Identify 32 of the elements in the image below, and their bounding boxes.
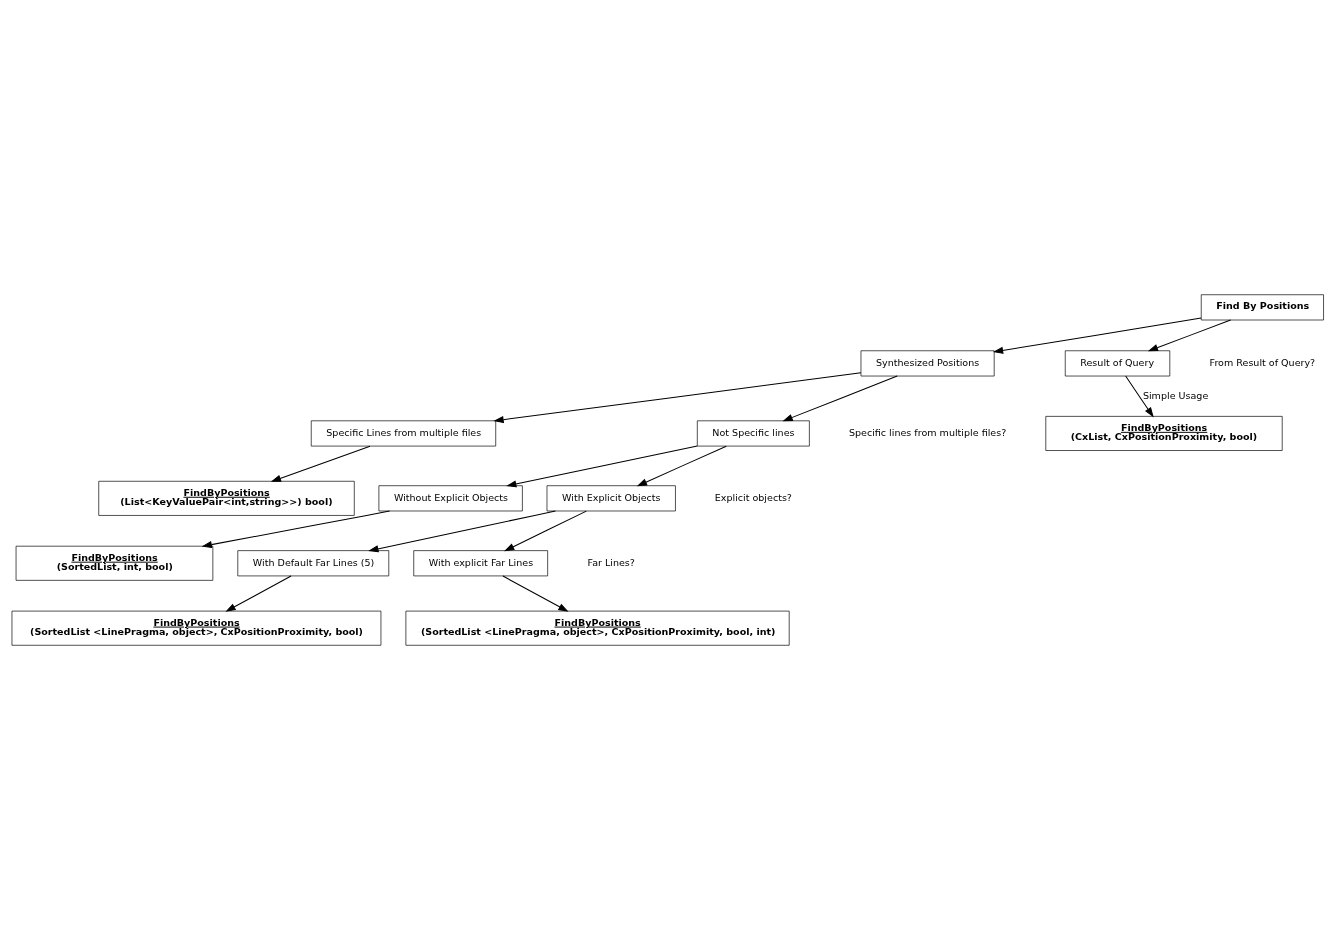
arrow xyxy=(201,510,391,549)
arrow xyxy=(1125,375,1154,418)
node-box: With Explicit Objects xyxy=(546,485,676,512)
arrow xyxy=(225,575,292,612)
node-box: With Default Far Lines (5) xyxy=(237,550,390,577)
node-box: Without Explicit Objects xyxy=(378,485,523,512)
arrow xyxy=(782,375,898,422)
arrow xyxy=(270,445,371,482)
edge-label: Simple Usage xyxy=(1142,389,1209,401)
node-box: FindByPositions (List<KeyValuePair<int,string>>) bool) xyxy=(98,480,355,516)
node-box: FindByPositions (CxList, CxPositionProximity, bool) xyxy=(1045,416,1283,451)
node-box: FindByPositions (SortedList, int, bool) xyxy=(15,545,214,581)
arrow xyxy=(368,510,556,553)
arrow xyxy=(502,575,569,612)
node-box: FindByPositions (SortedList <LinePragma, object>, CxPositionProximity, bool) xyxy=(11,610,382,646)
arrow xyxy=(636,445,727,487)
node-box: Specific Lines from multiple files xyxy=(310,420,497,447)
arrow xyxy=(992,317,1202,354)
node-box: Synthesized Positions xyxy=(860,350,995,377)
node-box: Result of Query xyxy=(1064,350,1171,377)
node-box: Not Specific lines xyxy=(696,420,810,447)
node-box: Find By Positions xyxy=(1200,294,1324,321)
arrow xyxy=(504,510,587,552)
node-box: With explicit Far Lines xyxy=(413,550,548,577)
label: Explicit objects? xyxy=(714,491,792,503)
arrow xyxy=(493,372,862,424)
label: From Result of Query? xyxy=(1209,356,1316,368)
arrow xyxy=(1147,319,1232,352)
arrow xyxy=(506,445,698,488)
node-box: FindByPositions (SortedList <LinePragma, object>, CxPositionProximity, bool, int) xyxy=(405,610,790,646)
label: Specific lines from multiple files? xyxy=(848,426,1007,438)
label: Far Lines? xyxy=(587,556,635,568)
